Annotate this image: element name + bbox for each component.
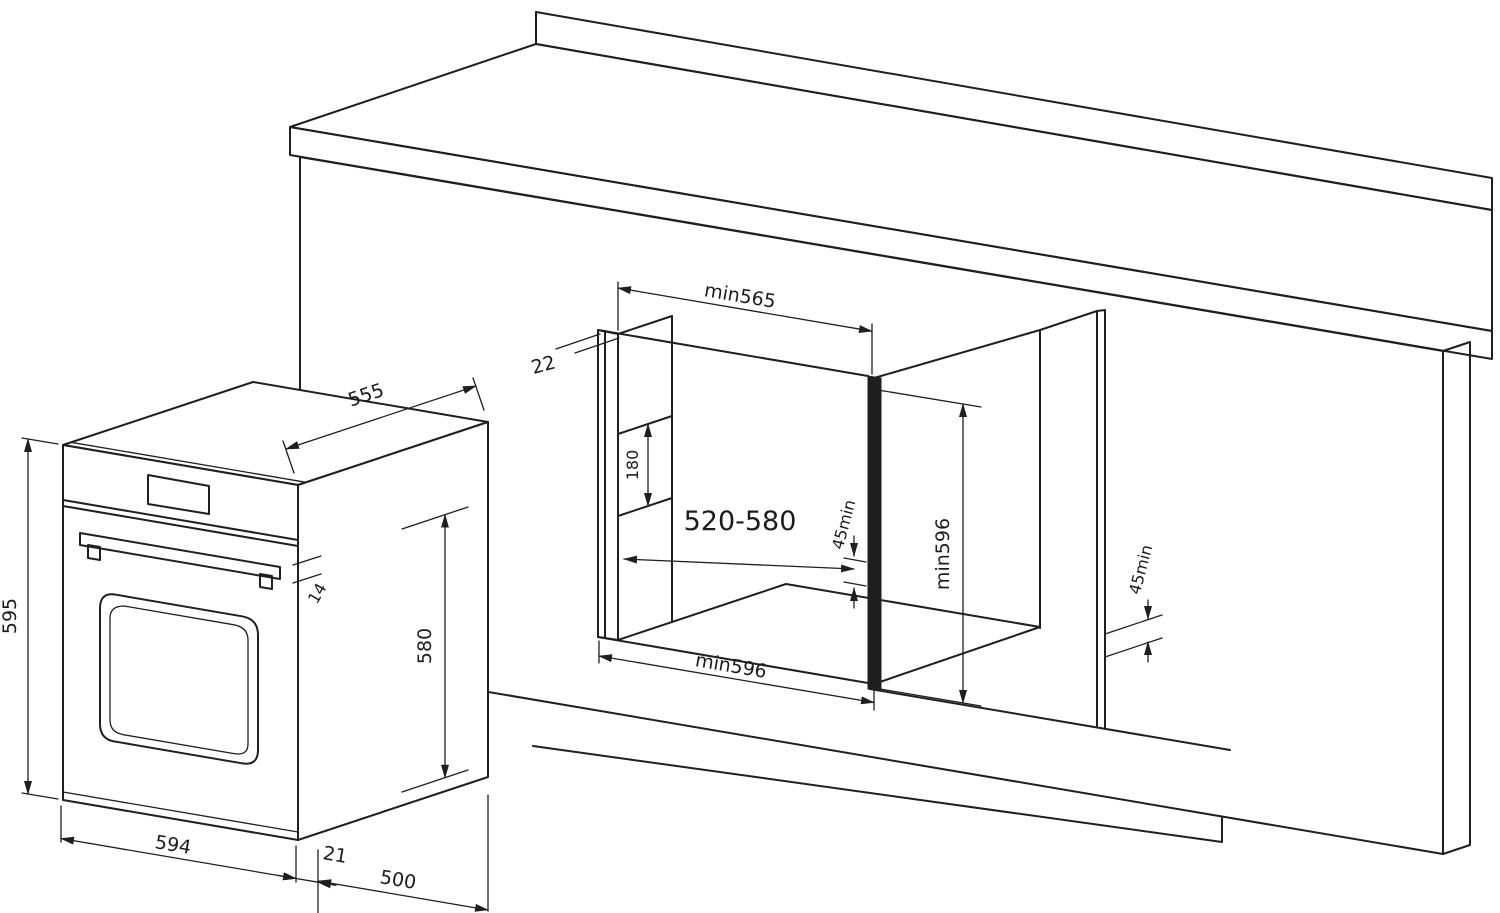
- cabinet-right-end: [1442, 341, 1471, 855]
- rear-partition: [869, 309, 1231, 751]
- backsplash: [535, 11, 1493, 211]
- oven-door-glass: [99, 593, 259, 765]
- dim-rear-clearance-label: 45min: [1125, 543, 1156, 597]
- dim-body-depth-line: [317, 879, 489, 912]
- oven-handle-mount-right: [259, 573, 273, 590]
- niche-floor: [617, 583, 1041, 685]
- oven-control-panel: [62, 499, 299, 547]
- dim-body-height-ext: [401, 506, 469, 793]
- dim-panel-thickness-ext: [555, 333, 620, 354]
- oven-handle: [79, 532, 281, 580]
- dim-rail-label: 180: [623, 450, 642, 481]
- oven-right-face: [297, 421, 489, 841]
- dim-door-offset-line: [295, 877, 319, 883]
- oven-display: [147, 474, 210, 515]
- dim-body-depth-label: 500: [378, 866, 417, 894]
- oven-top-front-edge: [70, 441, 307, 483]
- niche-right-wall: [873, 329, 1041, 629]
- dim-oven-depth-ext: [282, 377, 485, 474]
- niche-left-panel-edge: [597, 329, 619, 641]
- dim-niche-bottom-width-line: [598, 654, 875, 705]
- dim-oven-width-line: [60, 836, 297, 881]
- dim-niche-height-label: min596: [932, 518, 954, 590]
- dim-niche-height-ext: [873, 389, 982, 707]
- dim-depth-range-label: 520-580: [684, 506, 797, 537]
- niche-cut-edge: [867, 375, 882, 692]
- dim-mid-clearance-ticks: [843, 557, 867, 587]
- oven-door-bottom-edge: [62, 791, 299, 833]
- oven: [62, 381, 489, 841]
- dim-door-offset-label: 21: [321, 842, 349, 868]
- dim-panel-thickness-label: 22: [529, 351, 558, 379]
- dim-niche-top-width-line: [617, 286, 873, 333]
- dim-door-thickness-ticks: [292, 555, 322, 584]
- dim-depth-range-line: [623, 555, 855, 573]
- plinth: [532, 745, 1223, 843]
- niche-top-edge: [597, 329, 869, 377]
- dim-mid-clearance-label: 45min: [828, 498, 859, 552]
- dim-niche-top-width-label: min565: [703, 279, 778, 313]
- counter-top: [289, 43, 1493, 332]
- dim-rear-clearance-ext: [1104, 614, 1163, 658]
- oven-door-glass-inner: [109, 605, 249, 755]
- counter-front-edge: [289, 126, 1493, 360]
- oven-handle-mount-left: [87, 544, 101, 561]
- dim-body-height-label: 580: [414, 628, 436, 664]
- dim-oven-depth-line: [285, 385, 477, 450]
- oven-front-face: [62, 444, 299, 841]
- dim-oven-height-label: 595: [0, 598, 21, 634]
